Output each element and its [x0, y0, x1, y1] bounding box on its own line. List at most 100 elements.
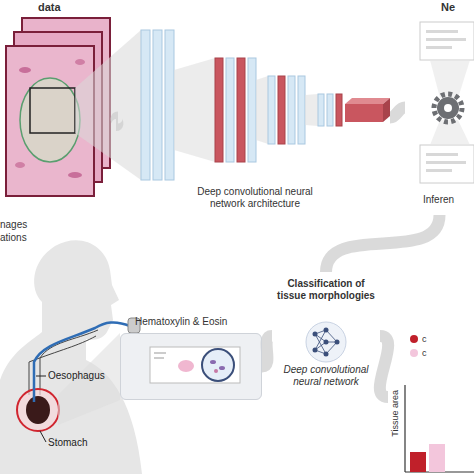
conv-layer — [327, 94, 333, 126]
node-text: ations — [0, 232, 27, 244]
flow-band — [390, 108, 405, 118]
gear-teeth — [434, 94, 462, 122]
link-band — [430, 120, 470, 145]
tissue-texture — [75, 59, 85, 65]
card — [420, 145, 474, 183]
card-line — [426, 161, 466, 164]
cell — [214, 369, 218, 373]
node-text: Deep convolutional neural network archit… — [180, 186, 330, 210]
flow-band — [262, 336, 272, 367]
network-panel: NeInferen — [405, 0, 474, 215]
legend-text: c — [422, 348, 427, 359]
training-data-stack: data nagesations — [0, 0, 116, 250]
glass-slide — [150, 347, 240, 383]
projection — [305, 94, 318, 126]
icon-unit — [313, 348, 318, 353]
flow-band — [326, 215, 440, 272]
he-slide-box: Hematoxylin & Eosin — [120, 333, 262, 400]
tissue-texture — [68, 172, 82, 178]
projection — [256, 76, 268, 144]
pool-layer — [215, 58, 223, 162]
node-text: Inferen — [423, 194, 454, 206]
bar-chart — [405, 385, 474, 472]
card — [420, 22, 474, 60]
icon-unit — [324, 352, 329, 357]
cell — [219, 366, 225, 370]
node-text: Ne — [441, 1, 455, 14]
card-line — [426, 169, 452, 172]
conv-layer — [268, 76, 275, 144]
node-text: nages — [0, 219, 27, 231]
image-stack — [6, 18, 141, 196]
leader-line — [40, 431, 46, 442]
cnn-layers — [141, 30, 390, 180]
slide-line — [154, 352, 166, 354]
legend-swatch — [410, 335, 418, 343]
conv-layer — [298, 76, 305, 144]
annotation-region — [20, 78, 80, 162]
conv-layer — [226, 58, 234, 162]
bar — [429, 444, 445, 472]
gear-hole — [444, 104, 452, 112]
cnn-architecture: Deep convolutional neural network archit… — [118, 20, 390, 215]
slide-panel — [120, 333, 262, 400]
icon-links — [315, 330, 337, 354]
conv-layer — [153, 30, 162, 180]
card-line — [426, 30, 458, 33]
node-text: Tissue area — [390, 390, 401, 437]
leader-line — [36, 376, 46, 377]
network-panel-art — [420, 22, 474, 183]
icon-unit — [324, 328, 329, 333]
pool-layer — [278, 76, 285, 144]
card-line — [426, 46, 452, 49]
classification-node: Classification of tissue morphologiesDee… — [272, 272, 380, 400]
legend-row: c — [410, 348, 427, 359]
cell — [210, 360, 216, 364]
legend-text: c — [422, 334, 427, 345]
part-label: Oesophagus — [48, 370, 105, 382]
node-text: Deep convolutional neural network — [272, 364, 380, 388]
tissue-spot — [178, 360, 194, 372]
tissue-texture — [19, 67, 31, 73]
card-line — [426, 38, 466, 41]
icon-unit — [324, 340, 329, 345]
part-label: Stomach — [48, 437, 87, 449]
legend-swatch — [410, 349, 418, 357]
pool-layer — [237, 58, 245, 162]
slide-art — [120, 333, 262, 400]
flow-band — [116, 118, 118, 126]
conv-layer — [318, 94, 324, 126]
node-text: Hematoxylin & Eosin — [135, 316, 227, 328]
projection — [174, 58, 215, 162]
gear — [437, 97, 459, 119]
conv-layer — [165, 30, 174, 180]
conv-layer — [141, 30, 150, 180]
icon-unit — [335, 340, 340, 345]
network-icon — [306, 322, 346, 362]
y-axis — [404, 385, 405, 472]
bar — [410, 452, 426, 472]
conv-layer — [248, 58, 256, 162]
projection — [75, 30, 141, 180]
stomach-highlight — [17, 389, 59, 431]
dense-layer — [383, 98, 390, 122]
dense-layer — [345, 98, 390, 104]
magnifier — [202, 349, 234, 381]
pool-layer — [336, 94, 342, 126]
legend-row: c — [410, 334, 427, 345]
node-text: data — [38, 1, 61, 14]
node-text: Classification of tissue morphologies — [272, 278, 380, 302]
card-line — [426, 153, 458, 156]
flow-band — [380, 336, 388, 397]
stomach — [26, 396, 50, 424]
icon-unit — [313, 332, 318, 337]
tissue-texture — [15, 162, 25, 168]
conv-layer — [288, 76, 295, 144]
patch-box — [30, 88, 75, 133]
slide-line — [154, 357, 164, 359]
dense-layer — [345, 104, 383, 122]
tissue-area-chart: Tissue area — [388, 320, 474, 474]
icon-circle — [306, 322, 346, 362]
